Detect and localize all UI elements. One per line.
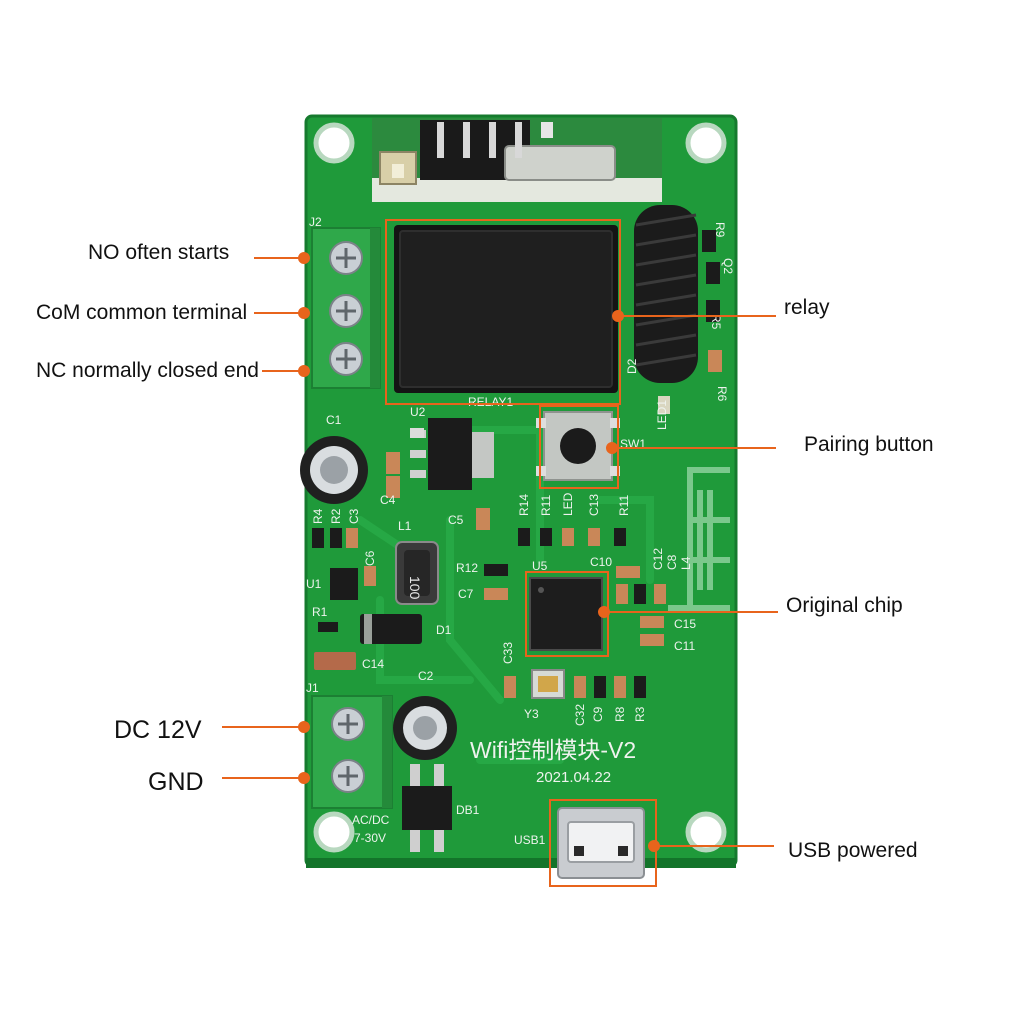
silk-r14: R14	[517, 494, 531, 516]
silk-r3: R3	[633, 706, 647, 722]
silk-c12: C12	[651, 548, 665, 570]
screw-terminal	[331, 707, 365, 741]
label-com: CoM common terminal	[36, 301, 248, 324]
silk-c15: C15	[674, 617, 696, 631]
silk-r5: R5	[709, 314, 723, 330]
silk-l4: L4	[679, 556, 693, 570]
silk-c7: C7	[458, 587, 474, 601]
silk-c10: C10	[590, 555, 612, 569]
screw-terminal	[329, 241, 363, 275]
silk-r6: R6	[715, 386, 729, 402]
label-pairing: Pairing button	[804, 433, 934, 456]
silk-relay1: RELAY1	[468, 395, 513, 409]
silk-c8: C8	[665, 554, 679, 570]
diode-d1	[360, 614, 422, 644]
silk-d1: D1	[436, 623, 452, 637]
silkscreen-labels: J2 J1 C1 U2 C4 C5 L1 U1 R1 D1 C14 C2 DB1…	[306, 215, 735, 847]
screw-terminal	[331, 759, 365, 793]
silk-c13: C13	[587, 494, 601, 516]
silk-usb1: USB1	[514, 833, 546, 847]
silk-c4: C4	[380, 493, 396, 507]
silk-c32: C32	[573, 704, 587, 726]
silk-c1: C1	[326, 413, 342, 427]
terminal-block-j1	[311, 695, 393, 809]
mounting-holes	[313, 122, 727, 853]
silk-r2: R2	[329, 508, 343, 524]
usb-connector	[557, 807, 645, 879]
silk-c5: C5	[448, 513, 464, 527]
silk-q2: Q2	[721, 258, 735, 274]
silk-led1: LED1	[655, 400, 669, 430]
silk-r11b: R11	[617, 495, 631, 516]
wifi-chip-u5	[529, 577, 603, 651]
screw-terminal	[329, 342, 363, 376]
silk-r8: R8	[613, 706, 627, 722]
terminal-block-j2	[311, 227, 381, 389]
silk-r9: R9	[713, 222, 727, 238]
label-usb: USB powered	[788, 839, 918, 862]
silk-voltage: 7-30V	[354, 831, 386, 845]
silk-c2: C2	[418, 669, 434, 683]
label-gnd: GND	[148, 768, 204, 796]
voltage-regulator-u2	[410, 418, 494, 490]
label-no: NO often starts	[88, 241, 230, 264]
silk-r11a: R11	[539, 495, 553, 516]
label-relay: relay	[784, 296, 830, 319]
silk-u2: U2	[410, 405, 426, 419]
silk-j2: J2	[309, 215, 322, 229]
silk-r12: R12	[456, 561, 478, 575]
ic-u1	[330, 568, 358, 600]
silk-u5: U5	[532, 559, 548, 573]
silk-j1: J1	[306, 681, 319, 695]
silk-c6: C6	[363, 550, 377, 566]
electrolytic-capacitor-c2	[393, 696, 457, 760]
silk-r1: R1	[312, 605, 328, 619]
silk-led: LED	[561, 492, 575, 516]
pcb-antenna	[668, 467, 730, 611]
silk-c14: C14	[362, 657, 384, 671]
electrolytic-capacitor-c1	[300, 436, 368, 504]
silk-c3: C3	[347, 508, 361, 524]
inductor-marking: 100	[407, 576, 423, 600]
label-nc: NC normally closed end	[36, 359, 259, 382]
relay-component	[394, 225, 618, 393]
board-date: 2021.04.22	[536, 769, 611, 786]
antenna-coil	[634, 205, 698, 383]
silk-y3: Y3	[524, 707, 539, 721]
silk-c9: C9	[591, 706, 605, 722]
rf-module	[372, 118, 662, 202]
silk-db1: DB1	[456, 803, 480, 817]
capacitor-c14	[314, 652, 356, 670]
screw-terminal	[329, 294, 363, 328]
silk-l1: L1	[398, 519, 412, 533]
label-dc: DC 12V	[114, 716, 202, 744]
silk-u1: U1	[306, 577, 322, 591]
board-title: Wifi控制模块-V2	[470, 737, 636, 763]
label-chip: Original chip	[786, 594, 903, 617]
silk-acdc: AC/DC	[352, 813, 390, 827]
leader-lines	[222, 252, 778, 852]
bridge-rectifier-db1	[402, 764, 452, 852]
silk-r4: R4	[311, 508, 325, 524]
silk-d2: D2	[625, 358, 639, 374]
crystal-y3	[531, 669, 565, 699]
inductor-l1	[395, 541, 439, 605]
silk-c11: C11	[674, 639, 695, 653]
silk-c33: C33	[501, 642, 515, 664]
